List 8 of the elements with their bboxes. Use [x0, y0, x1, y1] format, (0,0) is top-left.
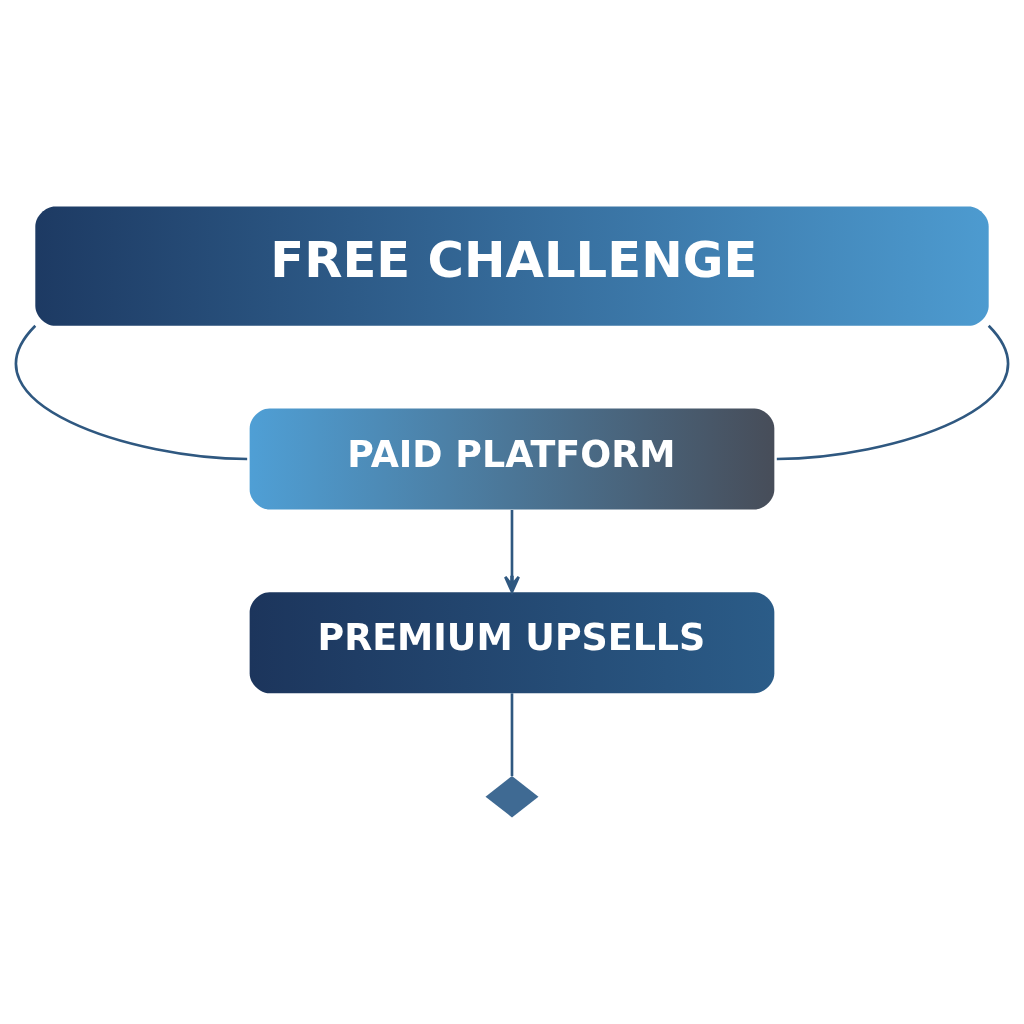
node-box: PREMIUM UPSELLS: [249, 592, 775, 694]
node-box: FREE CHALLENGE: [35, 206, 989, 326]
node-diamond: [485, 776, 539, 818]
connector: [776, 325, 1010, 461]
connector: [510, 693, 514, 776]
arrow: [503, 510, 521, 594]
connector: [14, 325, 248, 461]
node-box: PAID PLATFORM: [249, 408, 775, 510]
